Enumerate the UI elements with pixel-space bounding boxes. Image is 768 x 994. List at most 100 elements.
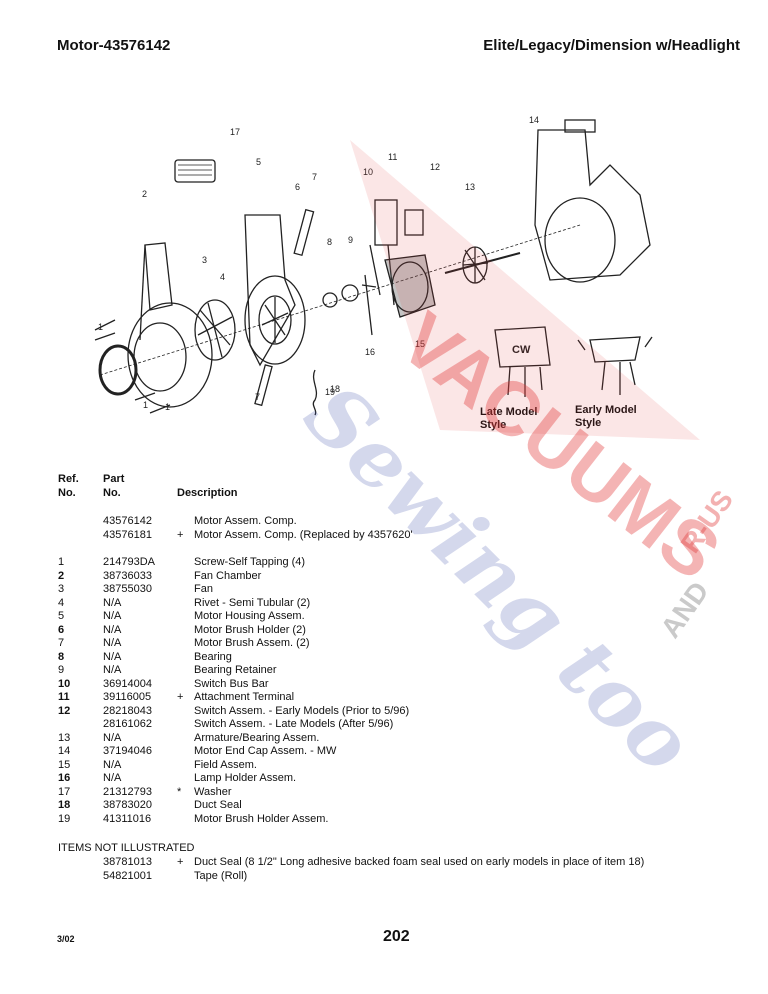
early-model-caption: Early Model Style <box>575 404 637 430</box>
diagram-callout: 12 <box>430 162 440 172</box>
part-description: Screw-Self Tapping (4) <box>194 556 306 568</box>
ref-number: 7 <box>58 637 65 649</box>
ref-number: 17 <box>58 785 71 798</box>
part-description: Switch Assem. - Late Models (After 5/96) <box>194 718 394 730</box>
duct-seal-part <box>174 159 216 183</box>
ref-number: 18 <box>58 799 71 811</box>
part-row: 17 21312793 * Washer <box>58 786 758 800</box>
ref-number: 2 <box>58 569 65 582</box>
part-number: N/A <box>103 664 122 676</box>
late-caption-line-2: Style <box>480 419 507 431</box>
diagram-callout: 6 <box>295 182 300 192</box>
not-illustrated-row: 38781013+Duct Seal (8 1/2" Long adhesive… <box>58 856 758 870</box>
part-description: Motor Assem. Comp. <box>194 515 297 527</box>
diagram-callout: 9 <box>348 235 353 245</box>
page-number: 202 <box>383 928 410 945</box>
ref-number: 1 <box>58 556 65 568</box>
part-row: 43576181+Motor Assem. Comp. (Replaced by… <box>58 529 758 543</box>
part-description: Rivet - Semi Tubular (2) <box>194 596 311 609</box>
ref-number: 5 <box>58 610 65 622</box>
part-number: 28161062 <box>103 718 152 730</box>
diagram-callout: 14 <box>529 115 539 125</box>
part-row: 4 N/A Rivet - Semi Tubular (2) <box>58 597 758 611</box>
part-number: 214793DA <box>103 556 155 568</box>
diagram-callout: 1 <box>143 400 148 410</box>
part-description: Armature/Bearing Assem. <box>194 731 320 744</box>
part-description: Motor Brush Assem. (2) <box>194 637 310 649</box>
diagram-callout: 7 <box>312 172 317 182</box>
part-description: Washer <box>194 785 232 798</box>
late-model-caption: Late Model Style <box>480 406 537 432</box>
part-description: Fan Chamber <box>194 569 262 582</box>
early-caption-line-2: Style <box>575 417 602 429</box>
part-number: 36914004 <box>103 677 152 690</box>
part-description: Bearing Retainer <box>194 664 277 676</box>
diagram-callout: 2 <box>142 189 147 199</box>
ref-number: 15 <box>58 758 71 771</box>
part-number: 38736033 <box>103 569 152 582</box>
part-number: 21312793 <box>103 785 152 798</box>
armature-part <box>444 246 521 284</box>
part-column-header: Part No. <box>103 472 124 500</box>
diagram-callout: 18 <box>330 384 340 394</box>
part-number: N/A <box>103 596 122 609</box>
ref-number: 3 <box>58 583 65 595</box>
diagram-callout: 19 <box>325 387 335 397</box>
diagram-callout: 11 <box>388 152 397 162</box>
ref-header-line-2: No. <box>58 487 76 499</box>
diagram-callout: 3 <box>202 255 207 265</box>
part-number: N/A <box>103 623 122 636</box>
part-mark: * <box>177 785 182 798</box>
part-description: Motor Brush Holder Assem. <box>194 812 329 825</box>
late-caption-line-1: Late Model <box>480 406 538 418</box>
ref-column-header: Ref. No. <box>58 472 79 500</box>
diagram-callout: 15 <box>415 339 425 349</box>
part-number: 38781013 <box>103 856 152 868</box>
part-number: 28218043 <box>103 704 152 717</box>
part-description: Motor Brush Holder (2) <box>194 623 306 636</box>
ring-part <box>98 344 138 396</box>
part-mark: + <box>177 856 184 868</box>
part-number: N/A <box>103 650 122 663</box>
diagram-callout: 16 <box>365 347 375 357</box>
part-header-line-2: No. <box>103 487 121 499</box>
part-row: 28161062 Switch Assem. - Late Models (Aft… <box>58 718 758 732</box>
not-illustrated-heading: ITEMS NOT ILLUSTRATED <box>58 842 195 854</box>
part-description: Tape (Roll) <box>194 869 248 882</box>
diagram-callout: 13 <box>465 182 475 192</box>
part-mark: + <box>177 691 184 703</box>
part-number: 43576181 <box>103 528 152 541</box>
part-number: N/A <box>103 637 122 649</box>
fan-part <box>194 299 236 361</box>
part-number: N/A <box>103 772 122 784</box>
diagram-callout: 10 <box>363 167 373 177</box>
model-title: Elite/Legacy/Dimension w/Headlight <box>483 37 740 54</box>
part-header-line-1: Part <box>103 473 125 485</box>
part-number: N/A <box>103 731 122 744</box>
part-description: Fan <box>194 583 213 595</box>
diagram-callout: 1 <box>98 322 103 332</box>
motor-housing-part <box>244 214 306 367</box>
description-column-header: Description <box>177 487 238 499</box>
ref-number: 10 <box>58 677 71 690</box>
ref-number: 4 <box>58 596 65 609</box>
part-description: Motor Housing Assem. <box>194 610 305 622</box>
not-illustrated-list: 38781013+Duct Seal (8 1/2" Long adhesive… <box>58 856 758 883</box>
part-description: Motor Assem. Comp. (Replaced by 4357620' <box>194 528 413 541</box>
diagram-callout: 7 <box>255 392 260 402</box>
part-description: Field Assem. <box>194 758 257 771</box>
diagram-callout: 17 <box>230 127 240 137</box>
part-number: 38783020 <box>103 799 152 811</box>
part-description: Switch Assem. - Early Models (Prior to 5… <box>194 704 410 717</box>
switch-cw-text: CW <box>512 344 531 356</box>
ref-number: 13 <box>58 731 71 744</box>
